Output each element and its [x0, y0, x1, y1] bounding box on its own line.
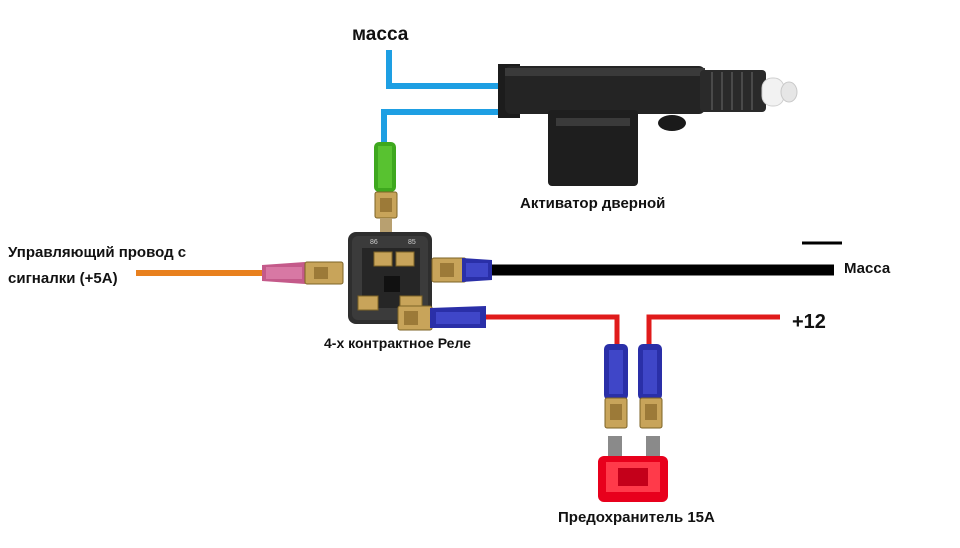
control-wire-label-line1: Управляющий провод с [8, 244, 187, 261]
fuse-label: Предохранитель 15А [558, 509, 715, 526]
ground-wire-blue [386, 50, 510, 89]
ground-label-right: Масса [844, 260, 891, 277]
control-wire-label: Управляющий провод с сигналки (+5А) [8, 240, 186, 292]
navy-connector-ground [431, 257, 492, 283]
pink-connector [262, 261, 344, 285]
red-wires [484, 314, 780, 350]
relay-to-fuse-wire [484, 314, 620, 350]
control-wire-label-line2: сигналки (+5А) [8, 270, 118, 287]
relay-pin-86: 86 [370, 239, 378, 246]
relay-4-pin [348, 232, 432, 324]
relay-label: 4-х контрактное Реле [324, 335, 471, 351]
actuator-label: Активатор дверной [520, 195, 666, 212]
fuse-connectors [604, 344, 663, 429]
green-connector [374, 142, 398, 234]
relay-pin-85: 85 [408, 239, 416, 246]
actuator-signal-wire-blue [381, 109, 510, 146]
plus12-label: +12 [792, 311, 826, 333]
door-actuator [498, 64, 798, 186]
fuse-to-plus12-wire [646, 314, 780, 350]
navy-connector-relay-out [397, 305, 486, 331]
blue-wires [381, 50, 510, 146]
fuse-15a [598, 436, 668, 502]
ground-label-top: масса [352, 24, 409, 45]
